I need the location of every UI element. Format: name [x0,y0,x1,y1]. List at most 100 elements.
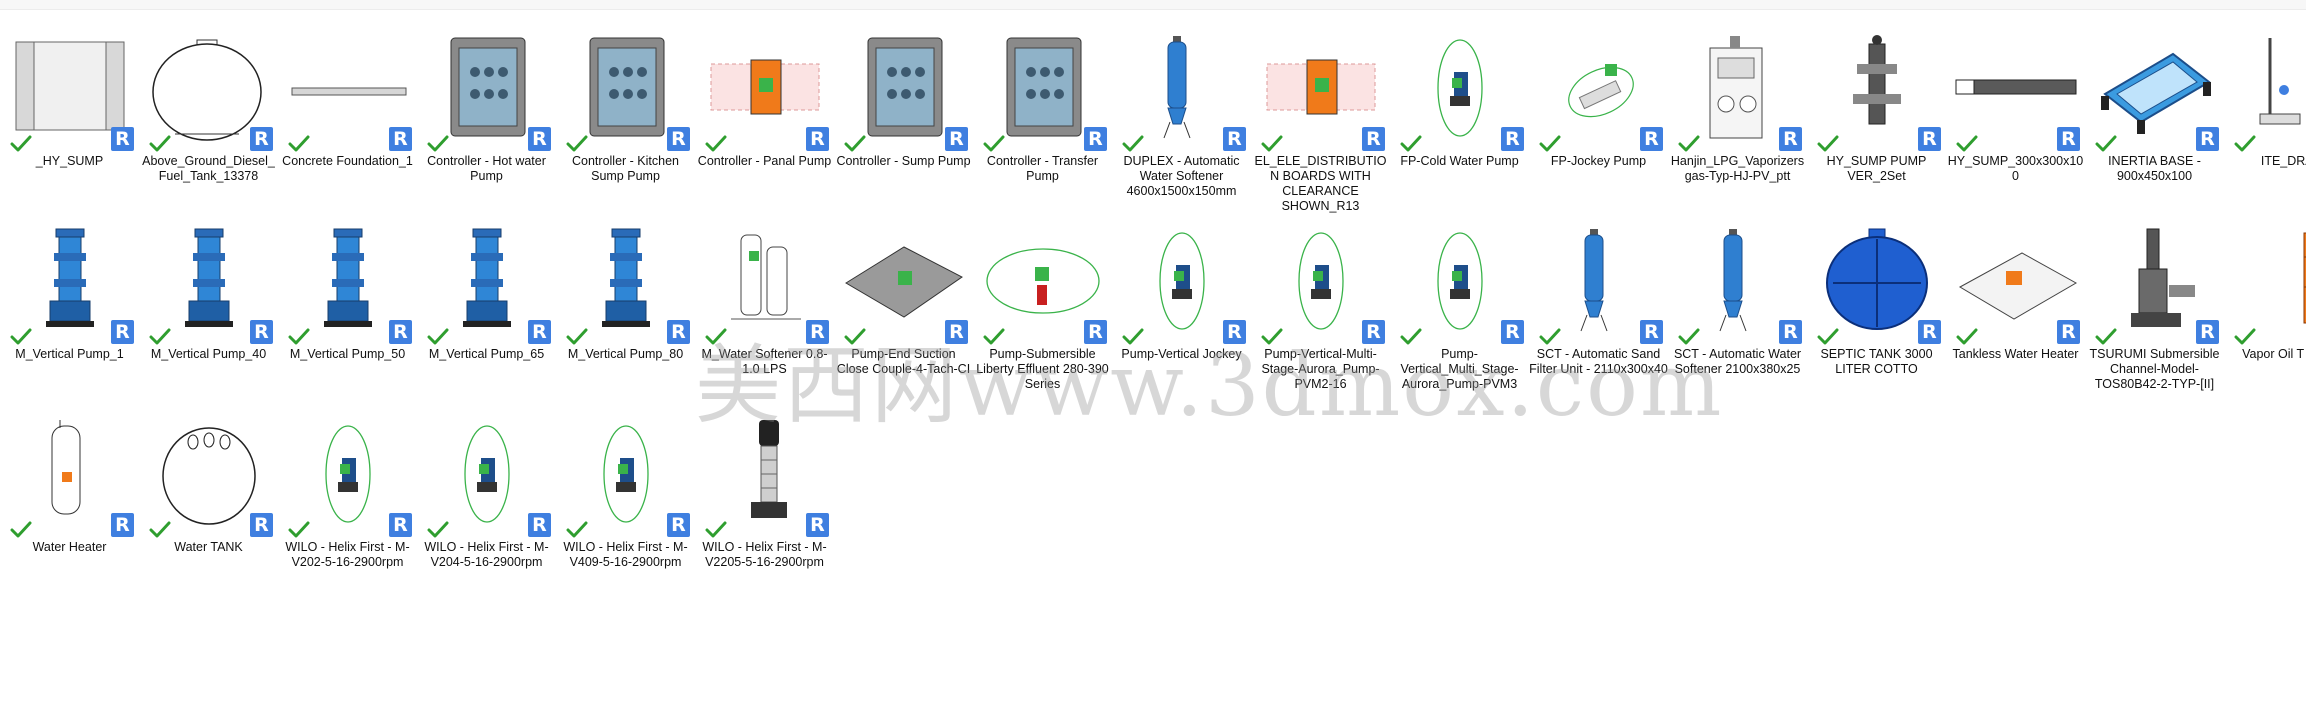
checkmark-icon [1678,328,1700,346]
family-label: SCT - Automatic Water Softener 2100x380x… [1673,347,1802,376]
window-top-strip [0,0,2306,10]
revit-badge-icon: R [389,320,412,344]
revit-badge-icon: R [1501,320,1524,344]
family-tile[interactable]: RVapor Oil T Stop V [2224,205,2306,395]
family-label: Controller - Transfer Pump [986,154,1099,183]
family-label: EL_ELE_DISTRIBUTION BOARDS WITH CLEARANC… [1254,154,1387,213]
revit-badge-icon: R [1640,127,1663,151]
revit-badge-icon: R [1362,320,1385,344]
family-label: WILO - Helix First - M-V2205-5-16-2900rp… [702,540,827,569]
checkmark-icon [566,328,588,346]
checkmark-icon [427,328,449,346]
family-label: Pump-Submersible Liberty Effluent 280-39… [976,347,1109,391]
family-tile[interactable]: R Controller - Transfer Pump [973,12,1112,202]
family-label: Controller - Sump Pump [836,154,971,168]
checkmark-icon [1122,135,1144,153]
family-label: FP-Cold Water Pump [1400,154,1519,168]
family-tile[interactable]: R SCT - Automatic Water Softener 2100x380… [1668,205,1807,395]
vertical-vessel-icon [1535,227,1663,335]
family-tile[interactable]: R Pump-Vertical-Multi-Stage-Aurora_Pump-P… [1251,205,1390,395]
family-label: WILO - Helix First - M-V202-5-16-2900rpm [285,540,410,569]
controller-cabinet-icon [979,34,1107,142]
submersible-pump-icon [2091,227,2219,335]
checkmark-icon [1817,135,1839,153]
family-tile[interactable]: R Pump-Submersible Liberty Effluent 280-3… [973,205,1112,395]
pump-ellipse-icon [1118,227,1246,335]
checkmark-icon [1817,328,1839,346]
family-tile[interactable]: R TSURUMI Submersible Channel-Model-TOS80… [2085,205,2224,395]
pump-ellipse-icon [1396,34,1524,142]
vapor-tank-icon [2230,227,2306,335]
family-label: SEPTIC TANK 3000 LITER COTTO [1820,347,1933,376]
family-label: Hanjin_LPG_Vaporizers gas-Typ-HJ-PV_ptt [1670,154,1805,183]
revit-badge-icon: R [111,320,134,344]
family-label: TSURUMI Submersible Channel-Model-TOS80B… [2089,347,2220,391]
panel-box-icon [6,34,134,142]
checkmark-icon [1261,328,1283,346]
vertical-vessel-icon [1674,227,1802,335]
family-label: Water Heater [32,540,107,554]
revit-badge-icon: R [1084,320,1107,344]
revit-badge-icon: R [1362,127,1385,151]
family-label: Pump-End Suction Close Couple-4-Tach-CI [836,347,971,376]
family-tile[interactable]: R_HY_SUMP [0,12,139,202]
family-label: FP-Jockey Pump [1550,154,1647,168]
water-tank-icon [145,420,273,528]
revit-badge-icon: R [1779,320,1802,344]
family-label: Pump-Vertical-Multi-Stage-Aurora_Pump-PV… [1261,347,1380,391]
checkmark-icon [10,521,32,539]
family-tile[interactable]: R FP-Jockey Pump [1529,12,1668,202]
vertical-pump-icon [6,227,134,335]
revit-badge-icon: R [1084,127,1107,151]
water-heater-icon [6,420,134,528]
checkmark-icon [1400,135,1422,153]
controller-cabinet-icon [423,34,551,142]
family-label: Pump-Vertical_Multi_Stage-Aurora_Pump-PV… [1400,347,1519,391]
family-tile[interactable]: R INERTIA BASE - 900x450x100 [2085,12,2224,202]
checkmark-icon [2095,328,2117,346]
bar-icon [1952,34,2080,142]
vertical-pump-icon [284,227,412,335]
tankless-heater-icon [1952,227,2080,335]
revit-badge-icon: R [2196,320,2219,344]
water-softener-icon [701,227,829,335]
revit-badge-icon: R [2196,127,2219,151]
family-tile[interactable]: RITE_DRAIN [2224,12,2306,202]
family-label: INERTIA BASE - 900x450x100 [2108,154,2201,183]
checkmark-icon [1539,328,1561,346]
family-tile[interactable]: R Pump-Vertical_Multi_Stage-Aurora_Pump-P… [1390,205,1529,395]
checkmark-icon [705,521,727,539]
checkmark-icon [149,521,171,539]
family-tile[interactable]: R EL_ELE_DISTRIBUTION BOARDS WITH CLEARAN… [1251,12,1390,213]
inertia-base-icon [2091,34,2219,142]
family-label: Controller - Kitchen Sump Pump [572,154,679,183]
